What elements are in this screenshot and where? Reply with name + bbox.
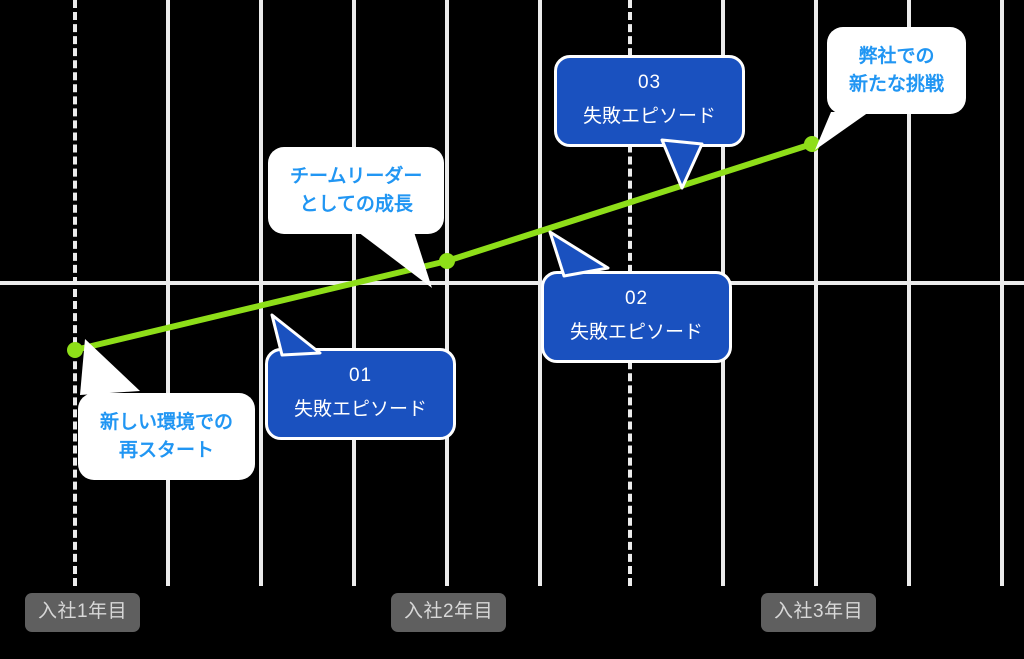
callout-line-1: 弊社での	[858, 46, 935, 67]
gridline-5	[445, 0, 449, 586]
episode-01-bubble[interactable]: 01 失敗エピソード	[265, 313, 457, 441]
gridline-3	[259, 0, 263, 586]
axis-line-horizontal	[0, 281, 1024, 285]
episode-tail-icon	[660, 138, 704, 190]
callout-line-1: チームリーダー	[290, 166, 423, 187]
gridline-9	[814, 0, 818, 586]
episode-number: 02	[624, 288, 649, 309]
gridline-10	[907, 0, 911, 586]
callout-tail-icon	[815, 112, 869, 151]
callout-new-challenge[interactable]: 弊社での 新たな挑戦	[815, 27, 967, 151]
gridline-2	[166, 0, 170, 586]
year-badge-2[interactable]: 入社2年目	[391, 593, 507, 632]
callout-line-2: 新たな挑戦	[849, 73, 945, 95]
episode-number: 03	[637, 72, 662, 93]
callout-tail-icon	[358, 232, 433, 289]
episode-number: 01	[348, 365, 373, 386]
episode-title: 失敗エピソード	[294, 398, 428, 420]
gridline-11	[1000, 0, 1004, 586]
gridline-dashed-1	[73, 0, 77, 586]
episode-tail-icon	[270, 313, 322, 357]
callout-team-leader[interactable]: チームリーダー としての成長	[268, 147, 445, 289]
episode-title: 失敗エピソード	[570, 321, 704, 343]
callout-line-2: 再スタート	[119, 439, 215, 461]
episode-tail-icon	[548, 230, 610, 278]
callout-new-environment[interactable]: 新しい環境での 再スタート	[78, 339, 256, 481]
year-badge-3[interactable]: 入社3年目	[761, 593, 877, 632]
episode-title: 失敗エピソード	[583, 105, 717, 127]
callout-line-2: としての成長	[299, 193, 413, 215]
episode-03-bubble[interactable]: 03 失敗エピソード	[554, 55, 746, 190]
callout-tail-icon	[80, 339, 140, 395]
callout-line-1: 新しい環境での	[100, 412, 234, 433]
gridline-4	[352, 0, 356, 586]
year-badge-1[interactable]: 入社1年目	[25, 593, 141, 632]
episode-02-bubble[interactable]: 02 失敗エピソード	[541, 230, 733, 364]
